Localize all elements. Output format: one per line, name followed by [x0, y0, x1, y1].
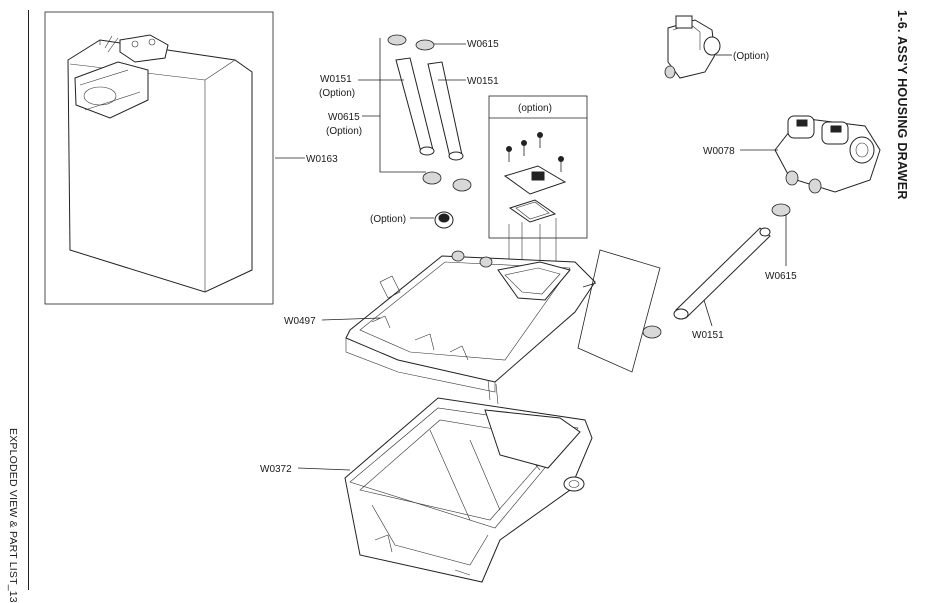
valve-inlet: [849, 136, 875, 164]
screw-1-head: [506, 146, 512, 152]
label-w0615-left-note: (Option): [326, 126, 362, 137]
projection-plane: [577, 249, 661, 373]
right-clamp-upper: [771, 203, 791, 217]
clamp-lower-left: [422, 171, 442, 185]
right-hose-top-end: [759, 227, 771, 237]
double-valve-w0078: [774, 115, 881, 194]
w0151-right-leader: [703, 299, 713, 327]
option-valve-outlet: [664, 65, 676, 79]
valve-coil-right: [821, 121, 849, 145]
w0615-left-bracket: [379, 38, 426, 173]
housing-clips: [374, 534, 471, 576]
label-w0615-right: W0615: [765, 271, 797, 282]
option-projection-lines: [508, 218, 557, 262]
label-valve-option: (Option): [733, 51, 769, 62]
machine-inset: [44, 11, 274, 305]
option-parts: [503, 132, 567, 262]
label-w0078: W0078: [703, 146, 735, 157]
clamp-top-right: [415, 39, 435, 51]
inset-frame: [44, 11, 274, 305]
drawer-housing-w0372: [344, 397, 593, 583]
option-valve: [664, 15, 721, 79]
cover-side-pin: [582, 282, 597, 288]
right-clamp-lower: [642, 325, 662, 339]
page-footer: EXPLODED VIEW & PART LIST_13: [5, 428, 27, 603]
screw-4-head: [558, 156, 564, 162]
section-title-text: 1-6. ASS'Y HOUSING DRAWER: [895, 10, 909, 200]
cover-clips: [371, 315, 469, 361]
hose-right-end: [448, 151, 464, 161]
hose-left-end: [419, 146, 435, 156]
inset-hoses: [104, 35, 119, 53]
housing-outlet-bore: [568, 480, 580, 488]
label-w0615-top: W0615: [467, 39, 499, 50]
cover-inlet-port: [497, 261, 571, 301]
inset-drawer-lines: [79, 69, 141, 111]
cover-nozzle-right: [479, 256, 493, 268]
right-hose: [675, 227, 771, 319]
valve-outlet-left: [785, 170, 799, 186]
label-w0151-right: W0151: [692, 330, 724, 341]
label-w0151-left-code: W0151: [320, 74, 352, 85]
right-hose-assembly: [642, 203, 791, 339]
inset-valve: [119, 34, 169, 63]
label-option-fitting: (Option): [370, 214, 406, 225]
option-valve-inlet: [703, 36, 721, 56]
left-margin-rule: [28, 10, 29, 590]
label-w0372: W0372: [260, 464, 292, 475]
hose-left: [395, 57, 434, 153]
footer-text: EXPLODED VIEW & PART LIST_13: [7, 428, 19, 603]
housing-top-rim: [349, 407, 579, 529]
option-fitting-core: [438, 213, 450, 223]
housing-side-tray: [484, 409, 581, 469]
section-title: 1-6. ASS'Y HOUSING DRAWER: [892, 10, 920, 240]
option-bracket-block: [531, 171, 545, 181]
housing-bottom: [371, 504, 489, 566]
hose-right: [427, 61, 463, 158]
label-w0151-left-note: (Option): [319, 88, 355, 99]
option-box-frame: [488, 95, 588, 239]
cover-nozzle-left: [451, 250, 465, 262]
right-hose-end: [673, 308, 689, 320]
valve-coil-right-terminal: [830, 125, 842, 133]
label-w0163: W0163: [306, 154, 338, 165]
clamp-lower-right: [452, 178, 472, 192]
label-w0151-right-top: W0151: [467, 76, 499, 87]
clamp-top-left: [387, 34, 407, 46]
cover-inner-panel: [359, 261, 571, 361]
top-cover-w0497: [345, 250, 597, 405]
valve-coil-left: [787, 115, 815, 139]
valve-coil-left-terminal: [796, 119, 808, 127]
screw-2-head: [521, 140, 527, 146]
valve-inlet-bore: [855, 142, 869, 158]
cover-tab-left: [379, 275, 401, 299]
housing-outlet: [563, 476, 585, 492]
label-w0615-left-code: W0615: [328, 112, 360, 123]
inset-valve-port-a: [131, 40, 139, 48]
option-gasket: [508, 199, 557, 223]
label-option-box: (option): [518, 103, 552, 114]
option-valve-coil: [675, 15, 693, 29]
cover-inlet-port-inner: [504, 267, 561, 295]
screw-3-head: [537, 132, 543, 138]
inset-valve-port-b: [148, 38, 156, 46]
valve-outlet-right: [808, 178, 822, 194]
inlet-hoses: [387, 34, 472, 229]
label-w0497: W0497: [284, 316, 316, 327]
cover-leg: [487, 379, 499, 405]
w0372-leader: [297, 467, 351, 471]
option-gasket-inner: [515, 201, 550, 220]
cover-side-edge: [345, 338, 496, 393]
w0497-leader: [321, 317, 381, 321]
option-valve-body: [667, 19, 716, 79]
